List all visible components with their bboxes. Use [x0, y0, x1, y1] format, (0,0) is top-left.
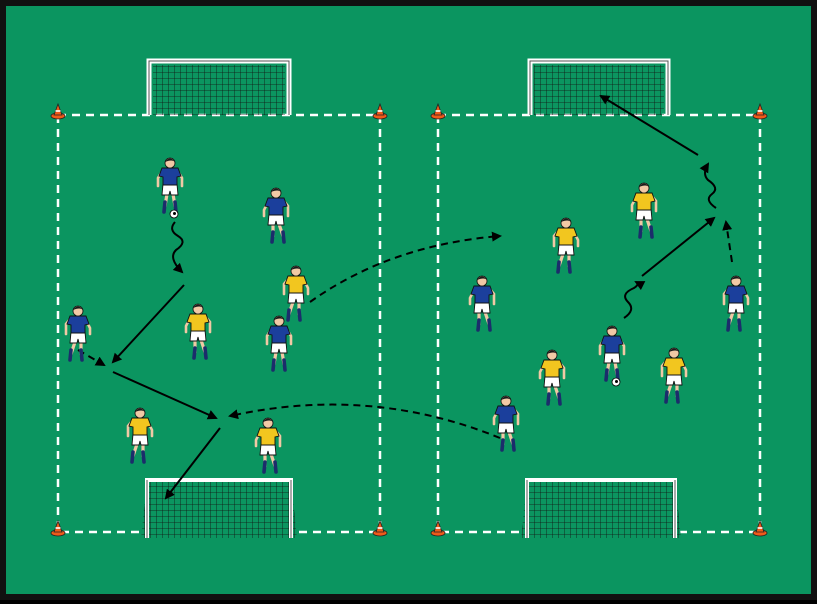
player-blue: [492, 395, 520, 452]
run-arrow: [228, 403, 501, 439]
training-cone-icon: [372, 102, 388, 120]
right-bottom-goal: [521, 478, 681, 538]
shot-arrow: [164, 427, 221, 500]
player-yellow: [282, 265, 310, 322]
pitch: [6, 6, 811, 594]
run-arrow: [722, 220, 733, 263]
player-blue: [598, 325, 626, 387]
player-yellow: [538, 349, 566, 406]
pass-arrow: [112, 371, 218, 420]
run-arrow: [309, 231, 502, 303]
player-blue: [156, 157, 184, 219]
training-cone-icon: [50, 102, 66, 120]
dribble-arrow: [171, 221, 184, 274]
training-cone-icon: [372, 519, 388, 537]
player-yellow: [184, 303, 212, 360]
left-top-goal: [146, 58, 292, 115]
player-yellow: [660, 347, 688, 404]
soccer-ball-icon: [611, 377, 621, 387]
left-bottom-goal: [141, 478, 297, 538]
player-blue: [262, 187, 290, 244]
player-blue: [265, 315, 293, 372]
right-top-goal: [527, 58, 671, 115]
training-cone-icon: [752, 102, 768, 120]
dribble-arrow: [699, 162, 717, 209]
training-cone-icon: [430, 102, 446, 120]
player-blue: [468, 275, 496, 332]
player-yellow: [630, 182, 658, 239]
player-blue: [722, 275, 750, 332]
player-yellow: [126, 407, 154, 464]
pass-arrow: [111, 284, 185, 364]
training-cone-icon: [50, 519, 66, 537]
player-blue: [64, 305, 92, 362]
soccer-ball-icon: [169, 209, 179, 219]
player-yellow: [254, 417, 282, 474]
pass-arrow: [641, 216, 716, 277]
dribble-arrow: [623, 281, 646, 319]
training-cone-icon: [752, 519, 768, 537]
shot-arrow: [599, 94, 699, 156]
training-cone-icon: [430, 519, 446, 537]
player-yellow: [552, 217, 580, 274]
